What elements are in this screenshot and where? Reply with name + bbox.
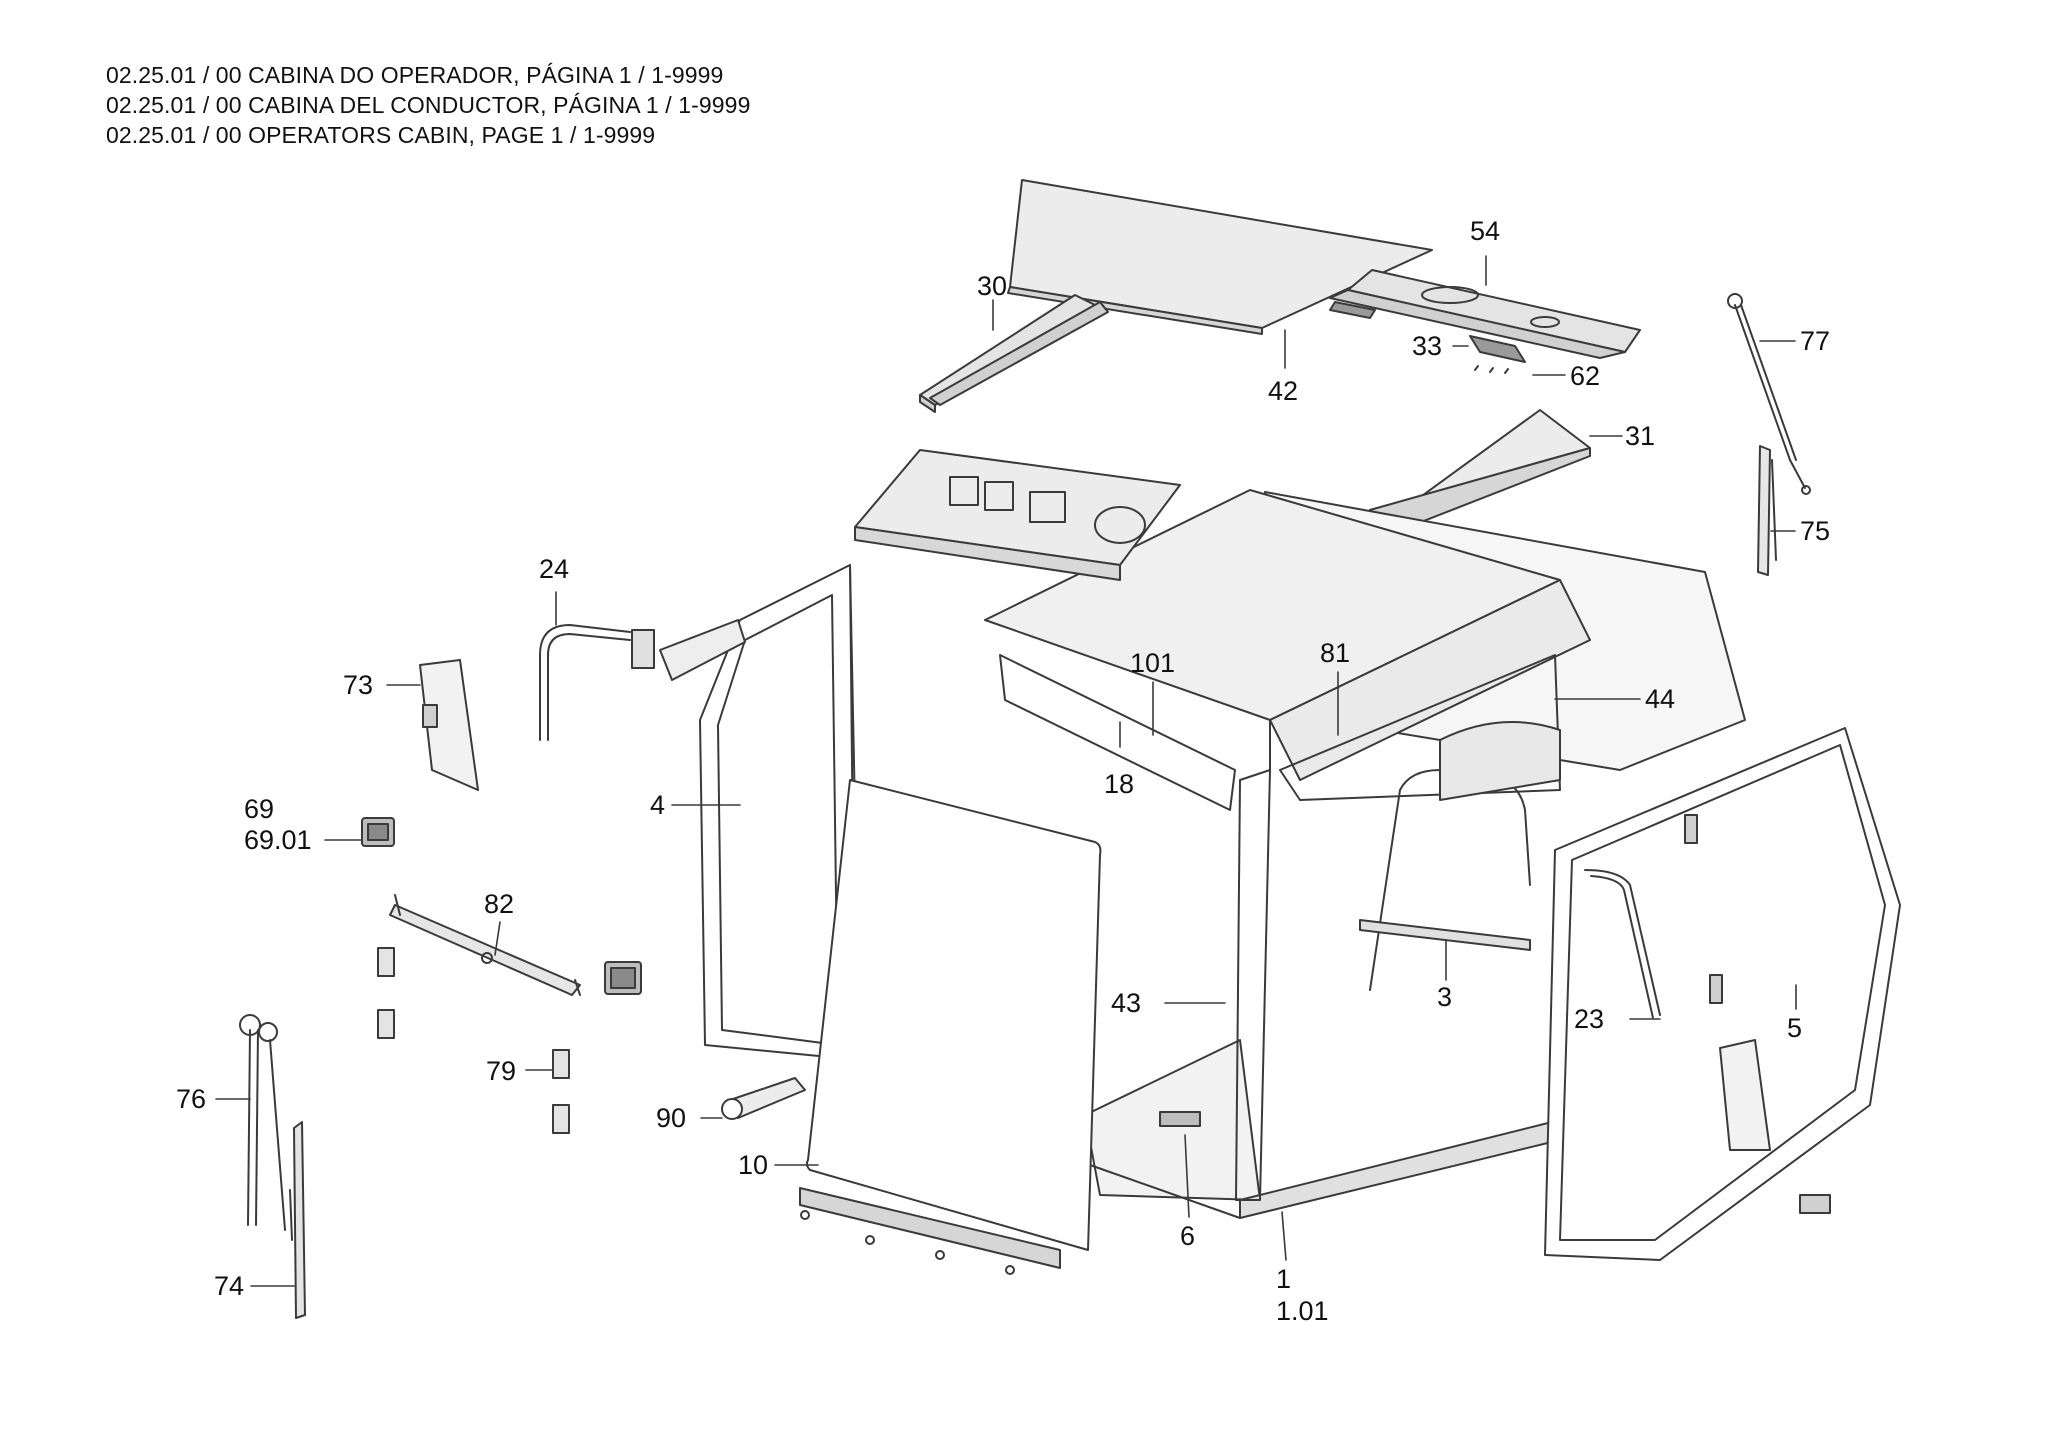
callout-44: 44: [1645, 684, 1675, 714]
callout-62: 62: [1570, 361, 1600, 391]
roof-rail-left: [919, 294, 1109, 413]
callout-69: 69: [244, 794, 274, 824]
callout-79: 79: [486, 1056, 516, 1086]
hinge-bracket: [539, 619, 746, 741]
callout-75: 75: [1800, 516, 1830, 546]
callout-23: 23: [1574, 1004, 1604, 1034]
callout-1: 1: [1276, 1264, 1291, 1294]
callout-3: 3: [1437, 982, 1452, 1012]
roof-rail-rear: [1329, 269, 1641, 359]
title-line-en: 02.25.01 / 00 OPERATORS CABIN, PAGE 1 / …: [106, 122, 656, 148]
callout-101: 101: [1130, 648, 1175, 678]
callout-76: 76: [176, 1084, 206, 1114]
callout-43: 43: [1111, 988, 1141, 1018]
callout-24: 24: [539, 554, 569, 584]
entry-step: [1159, 1111, 1201, 1127]
callout-labels: 30 54 42 33 62 77 31 75 24 73 101 81 44 …: [176, 216, 1830, 1326]
callout-74: 74: [214, 1271, 244, 1301]
light-bracket-bar: [389, 894, 581, 996]
wiper-blade-left: [289, 1121, 306, 1319]
callout-42: 42: [1268, 376, 1298, 406]
title-line-pt: 02.25.01 / 00 CABINA DO OPERADOR, PÁGINA…: [106, 62, 724, 88]
grab-handle: [1584, 869, 1661, 1019]
work-light-right: [604, 961, 642, 995]
callout-69-01: 69.01: [244, 825, 312, 855]
work-light-left: [361, 817, 395, 847]
side-mirror-left: [419, 659, 479, 791]
callout-73: 73: [343, 670, 373, 700]
callout-90: 90: [656, 1103, 686, 1133]
page-title: 02.25.01 / 00 CABINA DO OPERADOR, PÁGINA…: [106, 60, 750, 150]
callout-5: 5: [1787, 1013, 1802, 1043]
leader-lines: [215, 255, 1797, 1287]
callout-33: 33: [1412, 331, 1442, 361]
callout-54: 54: [1470, 216, 1500, 246]
callout-82: 82: [484, 889, 514, 919]
clamp-clips: [377, 947, 570, 1134]
callout-77: 77: [1800, 326, 1830, 356]
callout-4: 4: [650, 790, 665, 820]
dashboard-console: [854, 449, 1181, 581]
gas-spring: [1727, 293, 1811, 495]
callout-10: 10: [738, 1150, 768, 1180]
cylinder-tube: [721, 1077, 806, 1120]
title-line-es: 02.25.01 / 00 CABINA DEL CONDUCTOR, PÁGI…: [106, 92, 751, 118]
callout-31: 31: [1625, 421, 1655, 451]
wiper-arm-right: [1757, 445, 1777, 576]
callout-81: 81: [1320, 638, 1350, 668]
callout-18: 18: [1104, 769, 1134, 799]
wiper-arm-left: [239, 1014, 286, 1231]
cab-body: [984, 489, 1746, 1219]
callout-30: 30: [977, 271, 1007, 301]
front-windscreen: [799, 779, 1102, 1275]
callout-1-01: 1.01: [1276, 1296, 1329, 1326]
callout-6: 6: [1180, 1221, 1195, 1251]
rear-right-door: [1544, 727, 1901, 1261]
wiper-blade-roof: [1469, 335, 1526, 374]
